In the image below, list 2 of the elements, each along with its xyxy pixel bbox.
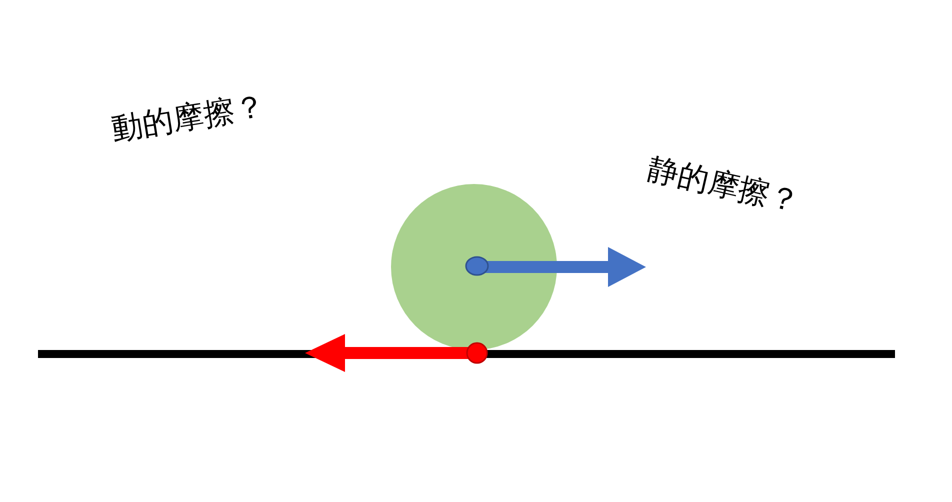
- question-text: 動的摩擦？: [109, 88, 268, 149]
- question-text: 静的摩擦？: [644, 150, 804, 222]
